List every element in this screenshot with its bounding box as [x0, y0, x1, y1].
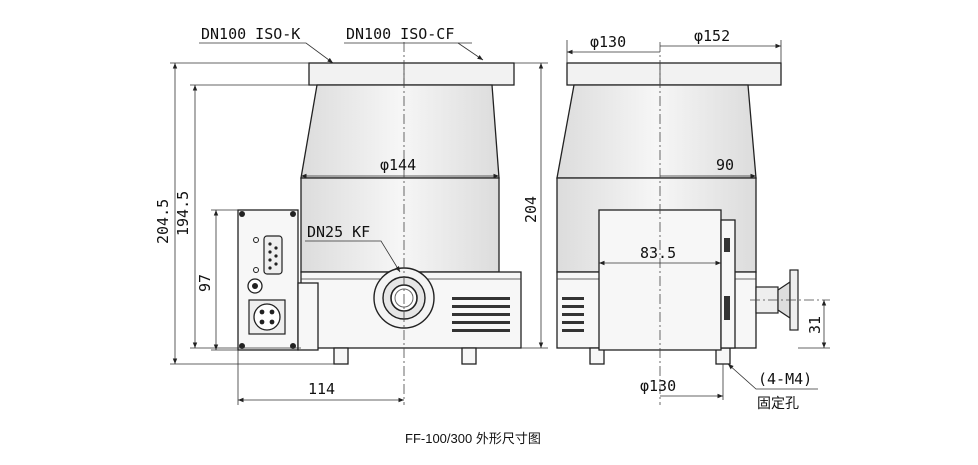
label-flange-iso-cf: DN100 ISO-CF [346, 25, 454, 43]
side-vent-slots [562, 297, 584, 332]
front-foot-left [333, 347, 349, 365]
front-dimensions: DN100 ISO-K DN100 ISO-CF φ144 DN25 KF 20… [154, 25, 548, 405]
label-width-114: 114 [308, 380, 335, 398]
db-connector [253, 235, 283, 275]
controller-side-plate [297, 282, 319, 351]
front-vent-slots [452, 297, 510, 332]
side-view [556, 42, 830, 405]
label-height-31: 31 [806, 316, 824, 334]
label-width-83-5: 83.5 [640, 244, 676, 262]
label-height-204: 204 [522, 196, 540, 223]
label-dia-144: φ144 [380, 156, 416, 174]
power-connector [247, 278, 263, 294]
label-dia-130-top: φ130 [590, 33, 626, 51]
label-fixing-holes: 固定孔 [757, 396, 799, 412]
side-top-flange [566, 62, 782, 86]
aviation-connector [248, 299, 286, 335]
label-flange-iso-k: DN100 ISO-K [201, 25, 300, 43]
side-foot-left [589, 347, 605, 365]
label-dia-130-bottom: φ130 [640, 377, 676, 395]
label-dia-152: φ152 [694, 27, 730, 45]
side-dimensions: φ130 φ152 90 83.5 31 φ130 (4-M4) 固定孔 [566, 27, 830, 412]
front-view [237, 42, 522, 405]
label-4-m4: (4-M4) [758, 370, 812, 388]
front-top-flange [308, 62, 515, 86]
label-dn25-kf: DN25 KF [307, 223, 370, 241]
front-foot-right [461, 347, 477, 365]
label-height-194-5: 194.5 [174, 191, 192, 236]
label-height-97: 97 [196, 274, 214, 292]
figure-caption: FF-100/300 外形尺寸图 [405, 431, 541, 446]
label-width-90: 90 [716, 156, 734, 174]
front-pump-body-lower [300, 177, 500, 273]
label-height-204-5: 204.5 [154, 199, 172, 244]
